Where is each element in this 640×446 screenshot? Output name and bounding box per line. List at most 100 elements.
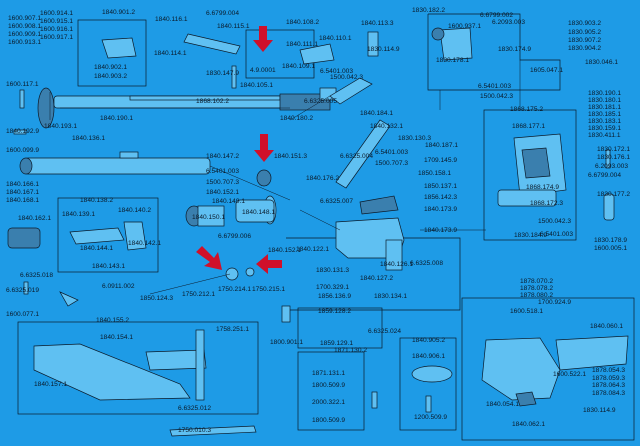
part-number-label: 6.6325.004 [340,153,373,160]
part-number-label: 1840.144.1 [80,245,113,252]
part-number-label: 1840.109.1 [282,63,315,70]
part-number-labels: 1600.907.11600.908.11600.909.11600.913.1… [6,7,630,434]
part-number-label: 1830.176.1 [597,154,630,161]
assembly-box-top-left [77,19,147,87]
part-number-label: 1856.142.3 [424,194,457,201]
part-number-label: 1830.114.9 [367,46,400,53]
part-number-label: 6.6799.004 [588,172,621,179]
front-sight-parts [101,31,379,65]
part-number-label: 1878.084.3 [592,390,625,397]
part-number-label: 1830.185.1 [588,111,621,118]
assembly-box-pad [399,337,457,431]
part-number-label: 1600.937.1 [448,23,481,30]
part-number-label: 1830.184.9 [514,232,547,239]
part-number-label: 1600.077.1 [6,311,39,318]
part-number-label: 1500.707.3 [206,179,239,186]
part-number-label: 1840.127.2 [360,275,393,282]
part-number-label: 1840.114.1 [154,50,187,57]
part-number-label: 1840.151.3 [274,153,307,160]
trigger-housing [335,119,405,271]
part-number-label: 6.6325.005 [304,98,337,105]
part-number-label: 1750.212.1 [182,291,215,298]
part-number-label: 1878.059.3 [592,375,625,382]
part-number-label: 1868.102.2 [196,98,229,105]
part-number-label: 6.2093.003 [595,163,628,170]
leader-lines [49,60,521,295]
part-number-label: 1840.192.9 [6,128,39,135]
part-number-label: 6.6325.018 [20,272,53,279]
part-number-label: 1200.509.9 [414,414,447,421]
part-number-label: 1830.905.2 [568,29,601,36]
part-number-label: 1840.168.1 [6,197,39,204]
part-number-label: 1840.905.2 [412,337,445,344]
part-number-label: 1840.152.1 [206,189,239,196]
part-number-label: 1859.128.2 [318,308,351,315]
part-number-label: 1859.129.1 [320,340,353,347]
part-number-label: 1830.172.1 [597,146,630,153]
part-number-label: 1800.509.9 [312,417,345,424]
part-number-label: 1868.174.9 [526,184,559,191]
part-number-label: 1830.130.3 [398,135,431,142]
part-number-label: 1840.154.1 [100,334,133,341]
part-number-label: 1830.147.9 [206,70,239,77]
receiver-tube [19,151,211,175]
part-number-label: 1600.005.1 [594,245,627,252]
part-number-label: 1800.509.9 [312,382,345,389]
part-number-label: 1856.136.9 [318,293,351,300]
part-number-label: 1840.148.1 [242,209,275,216]
part-number-label: 1840.193.1 [44,123,77,130]
part-number-label: 1840.126.1 [380,261,413,268]
part-number-label: 1605.047.1 [530,67,563,74]
part-number-label: 1840.152.1 [268,247,301,254]
part-number-label: 6.6325.024 [368,328,401,335]
part-number-label: 1878.070.2 [520,278,553,285]
part-number-label: 1750.215.1 [252,286,285,293]
part-number-label: 1871.131.1 [312,370,345,377]
assembly-box-grip [461,297,635,441]
part-number-label: 1840.906.1 [412,353,445,360]
rear-sight-assembly [431,27,567,207]
part-number-label: 1830.183.1 [588,118,621,125]
part-number-label: 1840.132.1 [370,123,403,130]
part-number-label: 1600.915.1 [40,18,73,25]
part-number-label: 1840.116.1 [155,16,188,23]
part-number-label: 1868.172.3 [530,200,563,207]
part-number-label: 1840.139.1 [62,211,95,218]
highlight-arrows [196,26,282,274]
part-number-label: 2000.322.1 [312,399,345,406]
part-number-label: 1600.909.1 [8,31,41,38]
scope-mount [33,329,257,437]
part-number-label: 1840.901.2 [102,9,135,16]
part-number-label: 1600.518.1 [510,308,543,315]
part-number-label: 1850.124.3 [140,295,173,302]
part-number-label: 1840.155.2 [96,317,129,324]
part-number-label: 6.6325.012 [178,405,211,412]
part-number-label: 1840.157.1 [34,381,67,388]
part-number-label: 1500.707.3 [375,160,408,167]
part-number-label: 1830.907.2 [568,37,601,44]
part-number-label: 1830.178.9 [594,237,627,244]
part-number-label: 1878.080.2 [520,292,553,299]
part-number-label: 1600.908.1 [8,23,41,30]
part-number-label: 6.5401.003 [478,83,511,90]
part-number-label: 1840.184.1 [360,110,393,117]
part-number-label: 1600.117.1 [6,81,39,88]
part-number-label: 1840.060.1 [590,323,623,330]
part-number-label: 1830.177.2 [597,191,630,198]
part-number-label: 1600.917.1 [40,34,73,41]
part-number-label: 1840.062.1 [512,421,545,428]
part-number-label: 6.6799.004 [206,10,239,17]
part-number-label: 1830.174.9 [498,46,531,53]
part-number-label: 1500.042.3 [480,93,513,100]
stock-grip [411,335,629,407]
assembly-box-screws [297,351,365,431]
part-number-label: 1750.214.1 [218,286,251,293]
part-number-label: 1840.176.2 [306,175,339,182]
part-number-label: 1840.111.1 [286,41,318,48]
part-number-label: 1709.145.9 [424,157,457,164]
part-number-label: 1830.134.1 [374,293,407,300]
part-number-label: 6.5401.003 [540,231,573,238]
fasteners [13,65,615,413]
part-number-label: 1700.924.9 [538,299,571,306]
